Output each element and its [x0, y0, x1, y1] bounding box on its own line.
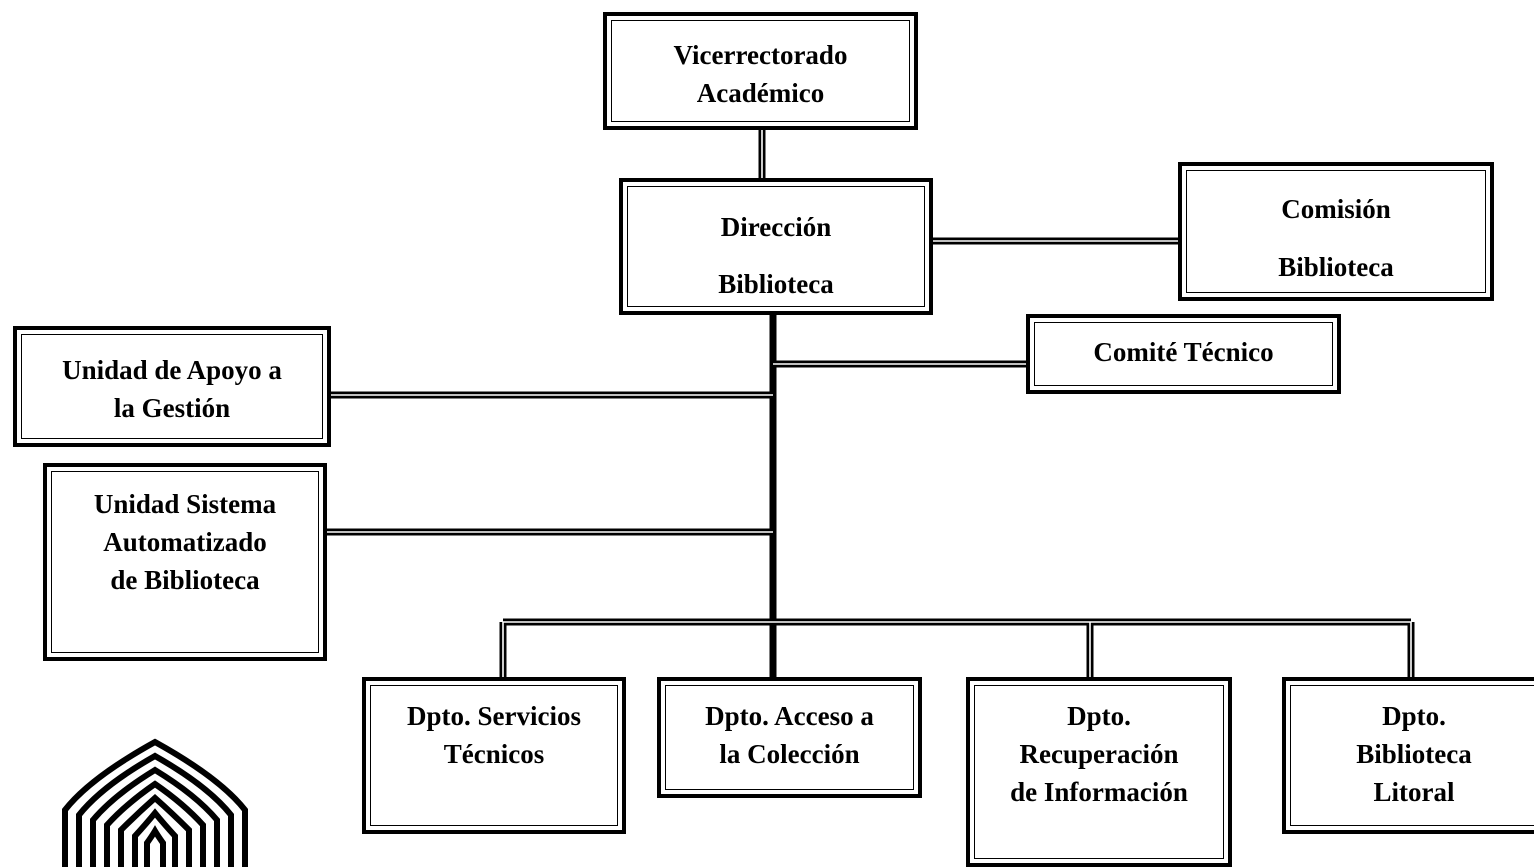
- direccion-biblioteca-box: Dirección Biblioteca: [619, 178, 933, 315]
- unidad-sistema-automatizado-box: Unidad Sistema Automatizado de Bibliotec…: [43, 463, 327, 661]
- node-label: Automatizado: [103, 527, 267, 557]
- node-label: Litoral: [1373, 777, 1455, 807]
- node-label: de Información: [1010, 777, 1188, 807]
- node-label: Dpto. Acceso a: [705, 701, 874, 731]
- comision-biblioteca-box: Comisión Biblioteca: [1178, 162, 1494, 301]
- node-label: Biblioteca: [1278, 252, 1394, 282]
- node-label: Dpto.: [1067, 701, 1131, 731]
- comite-tecnico-box: Comité Técnico: [1026, 314, 1341, 394]
- node-label: la Gestión: [113, 393, 231, 423]
- node-label: Biblioteca: [718, 269, 834, 299]
- node-label: Dpto. Servicios: [407, 701, 581, 731]
- node-label: Unidad Sistema: [93, 489, 277, 519]
- node-label: Comisión: [1281, 194, 1391, 224]
- node-label: Académico: [696, 78, 825, 108]
- node-label: Biblioteca: [1356, 739, 1472, 769]
- dpto-acceso-coleccion-box: Dpto. Acceso a la Colección: [657, 677, 922, 798]
- node-label: de Biblioteca: [110, 565, 260, 595]
- node-label: Unidad de Apoyo a: [62, 355, 282, 385]
- node-label: Vicerrectorado: [673, 40, 848, 70]
- node-label: Dpto.: [1382, 701, 1446, 731]
- node-label: Recuperación: [1019, 739, 1179, 769]
- node-label: Dirección: [720, 212, 832, 242]
- node-label: la Colección: [719, 739, 860, 769]
- unidad-apoyo-gestion-box: Unidad de Apoyo a la Gestión: [13, 326, 331, 447]
- node-label: Técnicos: [443, 739, 545, 769]
- dpto-servicios-tecnicos-box: Dpto. Servicios Técnicos: [362, 677, 626, 834]
- vicerrectorado-academico-box: Vicerrectorado Académico: [603, 12, 918, 130]
- dpto-recuperacion-informacion-box: Dpto. Recuperación de Información: [966, 677, 1232, 867]
- dpto-biblioteca-litoral-box: Dpto. Biblioteca Litoral: [1282, 677, 1534, 834]
- node-label: Comité Técnico: [1093, 337, 1274, 367]
